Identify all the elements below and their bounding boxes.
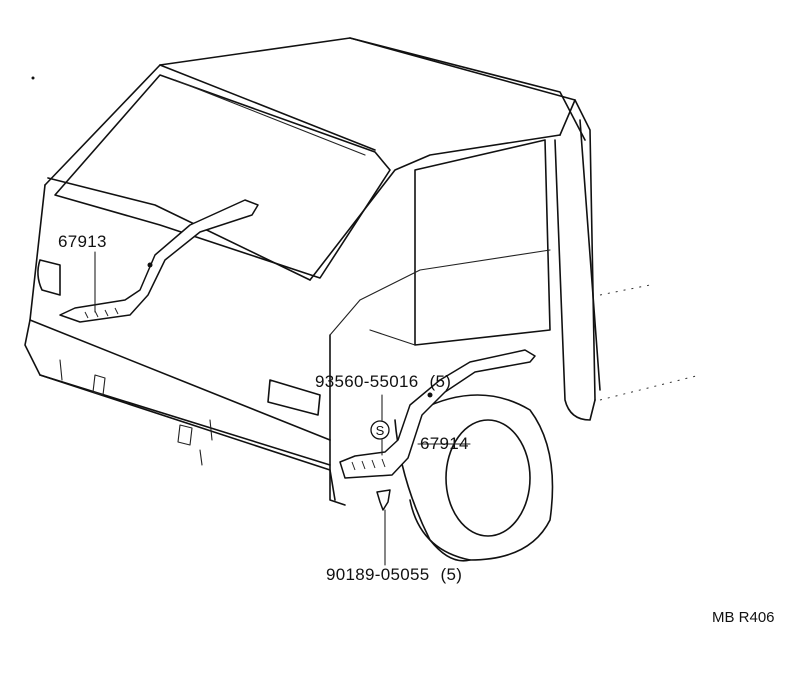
screw-part-number: 93560-55016 — [315, 372, 419, 391]
cab-body-outline — [24, 37, 701, 506]
screw-symbol-text: S — [376, 423, 385, 438]
stripe-67914-part — [339, 349, 536, 479]
clip-part — [376, 489, 391, 511]
stray-mark — [31, 76, 35, 80]
leader-lines — [94, 251, 471, 566]
callout-clip: 90189-05055 (5) — [326, 565, 462, 585]
drawing-code: MB R406 — [712, 609, 775, 626]
clip-part-number: 90189-05055 — [326, 565, 430, 584]
callout-67913: 67913 — [58, 232, 107, 251]
screw-symbol-circle — [370, 420, 390, 440]
callout-screw: 93560-55016 (5) — [315, 372, 451, 392]
screw-quantity: (5) — [429, 372, 452, 391]
clip-quantity: (5) — [440, 565, 463, 584]
callout-67914: 67914 — [420, 434, 469, 453]
stripe-67913-part — [59, 199, 259, 323]
